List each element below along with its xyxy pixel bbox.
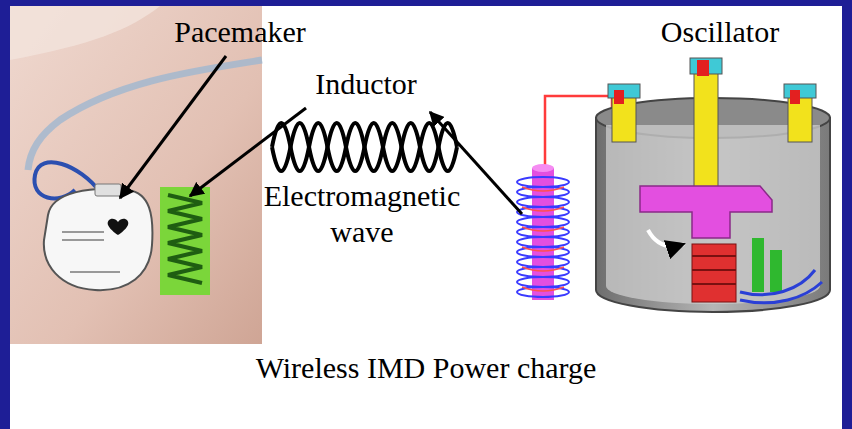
part-label: Oscillator [661,14,779,50]
wave-symbol [272,123,457,171]
turn [517,207,569,217]
turn [517,217,569,227]
frame-left [0,0,10,429]
pacemaker-device [44,184,153,290]
turn [522,267,564,271]
post-tip [614,90,624,104]
contact [770,250,782,292]
rotor-line [692,283,736,285]
rotor-line [692,255,736,257]
core-top [532,164,554,172]
turn [522,227,564,231]
turn [517,177,569,187]
turn [517,187,569,197]
frame-top [0,0,852,6]
coil-turns [522,187,564,291]
wave [272,123,457,171]
turn [517,267,569,277]
contact [752,238,764,292]
caption: Wireless IMD Power charge [256,350,597,386]
turn [517,277,569,287]
oscillator-device [596,58,830,312]
turn [517,287,569,297]
shoulder-photo [10,6,262,344]
engraving [62,231,104,233]
engraving [70,271,120,273]
part-label: Pacemaker [174,14,306,50]
implant-coil [160,187,210,295]
turn [517,257,569,267]
rod-tip [697,60,709,76]
turn [517,247,569,257]
coil-winding [168,195,202,283]
rotation-arrow [648,230,684,246]
rod [694,68,718,194]
turn [522,187,564,191]
part-label: Electromagnetic wave [251,178,473,250]
wire [740,282,822,303]
part-label: Inductor [315,66,417,102]
engraving [62,239,104,241]
rotor-coil [692,244,736,302]
turn [517,197,569,207]
turn [522,207,564,211]
lead-tube [28,60,262,170]
turn [517,237,569,247]
wave [272,123,457,171]
skin-highlight [10,6,160,60]
skin [10,6,262,344]
frame-right [842,0,852,429]
post-tip [790,90,800,104]
rotor-line [692,269,736,271]
leader-arrow [120,56,226,198]
heart-symbol [108,219,129,235]
turn [517,227,569,237]
turn [522,247,564,251]
turn [522,287,564,291]
device-header [95,184,121,196]
wire [740,270,815,295]
coil-ground [160,187,210,295]
coil-turns [517,177,569,297]
armature [640,186,772,238]
device-case [44,189,153,290]
